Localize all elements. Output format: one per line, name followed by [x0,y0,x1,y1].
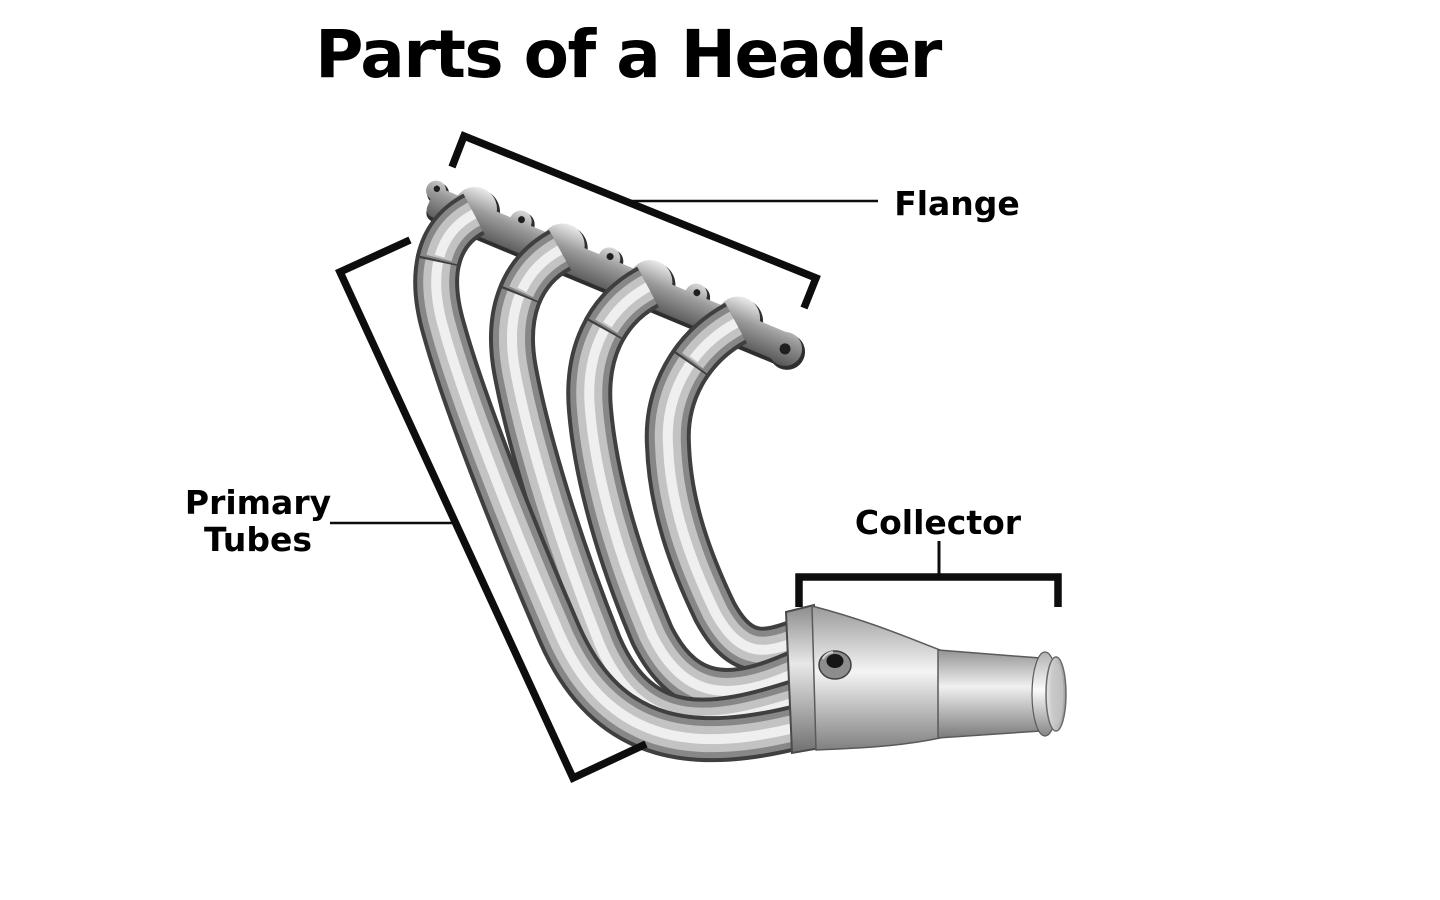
primary-tube-1 [413,193,808,763]
label-collector: Collector [854,503,1022,542]
page-title: Parts of a Header [315,16,942,93]
collector-bracket [795,573,1062,607]
primary-tubes-bracket [335,236,648,783]
label-flange: Flange [894,184,1020,223]
collector-assembly [784,603,1067,755]
collector-outlet [937,649,1041,739]
collector-outlet-cap-inner [1050,664,1064,724]
label-primary-tubes: Primary Tubes [184,483,332,559]
primary-tube-3 [566,266,812,714]
primary-tubes-group [413,193,812,763]
primary-tube-4 [644,302,810,673]
flange-bracket [448,131,821,310]
collector-bung [818,650,852,680]
